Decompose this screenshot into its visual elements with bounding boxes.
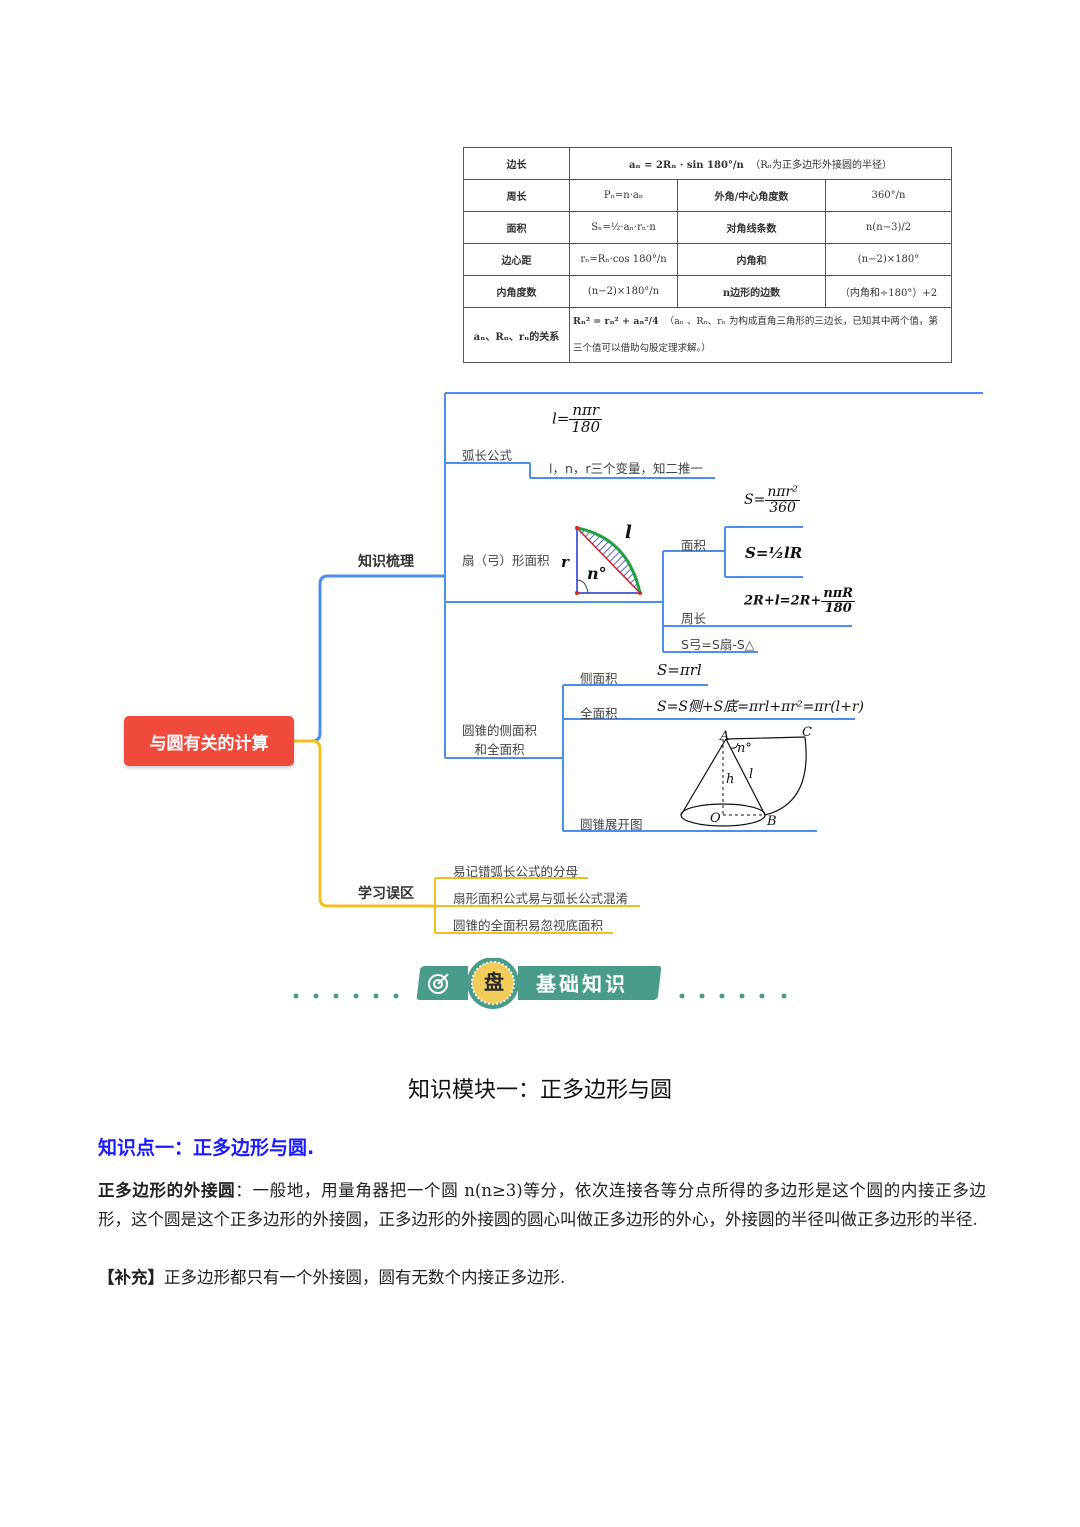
- table-row: 边心距 rₙ=Rₙ·cos 180°/n 内角和 (n−2)×180°: [463, 243, 952, 276]
- branch-knowledge: 知识梳理: [358, 554, 414, 570]
- cell-label: 内角度数: [463, 275, 570, 308]
- cone-figure: [680, 736, 807, 827]
- definition-term: 正多边形的外接圆: [98, 1181, 236, 1200]
- sector-area-formula-2: S=½lR: [745, 544, 803, 562]
- sector-figure: [575, 526, 642, 595]
- cell-value: n(n−3)/2: [825, 211, 952, 244]
- banner-badge-char: 盘: [484, 970, 504, 994]
- definition-body: ：一般地，用量角器把一个圆 n(n≥3)等分，依次连接各等分点所得的多边形是这个…: [98, 1181, 987, 1229]
- supplement-note: 【补充】正多边形都只有一个外接圆，圆有无数个内接正多边形.: [98, 1263, 986, 1292]
- supplement-body: 正多边形都只有一个外接圆，圆有无数个内接正多边形.: [164, 1268, 566, 1287]
- table-row: aₙ、Rₙ、rₙ的关系 Rₙ² = rₙ² + aₙ²/4 （aₙ 、Rₙ、rₙ…: [463, 307, 952, 363]
- cone-B-label: B: [767, 814, 777, 829]
- target-icon: [428, 973, 449, 994]
- cone-total-formula: S=S侧+S底=πrl+πr²=πr(l+r): [657, 699, 865, 715]
- cone-l-label: l: [749, 767, 754, 782]
- cell-value: (n−2)×180°: [825, 243, 952, 276]
- table-row: 内角度数 (n−2)×180°/n n边形的边数 （内角和÷180°）+2: [463, 275, 952, 308]
- cone-angle-label: n°: [737, 741, 752, 756]
- sector-angle-label: n°: [587, 564, 607, 583]
- cone-total-label: 全面积: [580, 706, 618, 721]
- formula-table: 边长 aₙ = 2Rₙ · sin 180°/n （Rₙ为正多边形外接圆的半径）…: [463, 147, 952, 363]
- cell-formula: Sₙ=½·aₙ·rₙ·n: [569, 211, 678, 244]
- table-row: 面积 Sₙ=½·aₙ·rₙ·n 对角线条数 n(n−3)/2: [463, 211, 952, 244]
- cone-lateral-formula: S=πrl: [657, 661, 702, 679]
- cell-label: 内角和: [677, 243, 826, 276]
- sector-l-label: l: [625, 522, 632, 543]
- section-banner: [293, 958, 787, 1009]
- arc-note: l，n，r三个变量，知二推一: [549, 461, 704, 476]
- mistake-item: 扇形面积公式易与弧长公式混淆: [453, 891, 629, 906]
- cell-value: （内角和÷180°）+2: [825, 275, 952, 308]
- cell-label: aₙ、Rₙ、rₙ的关系: [463, 307, 570, 363]
- cone-O-label: O: [710, 811, 721, 826]
- cone-lateral-label: 侧面积: [580, 671, 618, 686]
- sector-area-label: 面积: [681, 538, 707, 553]
- segment-formula: S弓=S扇-S△: [681, 637, 755, 652]
- point-title: 知识点一：正多边形与圆.: [98, 1137, 315, 1159]
- mistake-item: 圆锥的全面积易忽视底面积: [453, 918, 604, 933]
- cone-net-label: 圆锥展开图: [580, 817, 643, 832]
- definition-paragraph: 正多边形的外接圆：一般地，用量角器把一个圆 n(n≥3)等分，依次连接各等分点所…: [98, 1176, 986, 1234]
- cell-label: 外角/中心角度数: [677, 179, 826, 212]
- supplement-term: 【补充】: [98, 1268, 164, 1287]
- sector-label: 扇（弓）形面积: [462, 553, 550, 568]
- cell-label: 对角线条数: [677, 211, 826, 244]
- cell-relation: Rₙ² = rₙ² + aₙ²/4 （aₙ 、Rₙ、rₙ 为构成直角三角形的三边…: [569, 307, 952, 363]
- cone-A-label: A: [720, 729, 730, 744]
- central-node: 与圆有关的计算: [124, 716, 294, 766]
- module-title: 知识模块一：正多边形与圆: [407, 1078, 672, 1103]
- cone-label: 圆锥的侧面积和全面积: [462, 723, 538, 757]
- sector-perimeter-label: 周长: [681, 611, 707, 626]
- mistake-item: 易记错弧长公式的分母: [453, 864, 579, 879]
- arc-label: 弧长公式: [462, 448, 513, 463]
- cell-formula: rₙ=Rₙ·cos 180°/n: [569, 243, 678, 276]
- cone-C-label: C: [802, 725, 812, 740]
- cone-h-label: h: [726, 772, 735, 787]
- banner-title: 基础知识: [536, 972, 628, 996]
- cell-label: n边形的边数: [677, 275, 826, 308]
- sector-r-label: r: [561, 553, 569, 571]
- cell-formula: Pₙ=n·aₙ: [569, 179, 678, 212]
- branch-mistakes: 学习误区: [358, 886, 414, 902]
